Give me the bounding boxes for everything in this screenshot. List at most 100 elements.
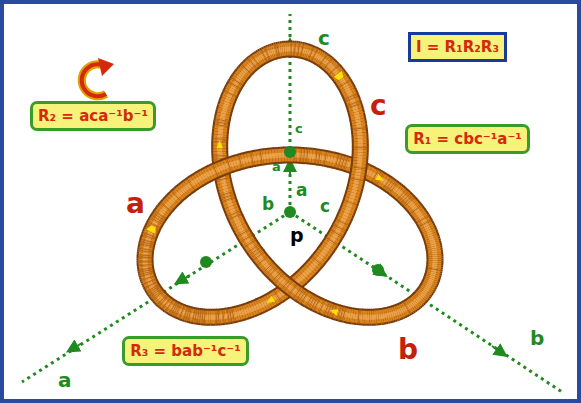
tube-segment [320, 58, 322, 59]
tube-segment [404, 308, 406, 309]
tube-segment [249, 309, 252, 310]
tube-segment [341, 79, 342, 81]
tube-segment [343, 81, 344, 83]
tube-segment [343, 218, 344, 221]
tube-segment [324, 60, 326, 61]
tube-texture [162, 298, 171, 309]
tube-segment [256, 59, 258, 60]
tube-segment [235, 218, 236, 221]
tube-segment [334, 235, 336, 238]
tube-segment [334, 235, 336, 238]
tube-segment [330, 66, 332, 68]
tube-segment [423, 220, 424, 222]
tube-segment [320, 58, 322, 59]
tube-segment [256, 59, 258, 60]
tube-segment [413, 206, 415, 208]
tube-segment [263, 262, 265, 265]
tube-segment [241, 73, 243, 75]
tube-segment [410, 203, 412, 205]
tube-segment [244, 234, 246, 237]
tube-segment [349, 204, 350, 207]
tube-segment [343, 305, 346, 323]
tube-segment [164, 208, 166, 210]
tube-segment [230, 164, 233, 165]
base-dots [200, 146, 384, 276]
tube-segment [177, 194, 179, 196]
tube-segment [233, 86, 234, 88]
tube-segment [197, 179, 200, 181]
tube-segment [423, 220, 424, 222]
tube-segment [351, 198, 352, 201]
tube-segment [322, 253, 324, 256]
tube-segment [348, 91, 349, 93]
tube-segment [237, 79, 238, 81]
tube-segment [349, 93, 350, 96]
tube-segment [352, 195, 353, 198]
tube-segment [332, 67, 334, 69]
tube-segment [332, 67, 334, 69]
tube-segment [259, 305, 262, 306]
tube-segment [343, 307, 346, 321]
tube-segment [228, 97, 229, 100]
tube-segment [319, 57, 321, 58]
tube-segment [239, 77, 240, 79]
tube-segment [347, 89, 348, 91]
tube-segment [358, 143, 363, 146]
tube-segment [411, 304, 413, 305]
tube-segment [421, 295, 422, 297]
tube-segment [243, 72, 245, 74]
tube-segment [426, 289, 427, 291]
tube-segment [341, 79, 342, 81]
tube-texture [213, 155, 227, 157]
tube-segment [194, 181, 197, 183]
tube-segment [248, 65, 250, 67]
tube-segment [282, 281, 285, 283]
tube-segment [260, 57, 262, 58]
generator-label: a [58, 370, 72, 390]
tube-segment [317, 56, 319, 57]
tube-segment [260, 57, 262, 58]
tube-segment [167, 204, 169, 206]
tube-segment [418, 212, 420, 214]
tube-segment [231, 206, 232, 209]
tube-segment [254, 307, 257, 308]
tube-segment [231, 206, 232, 209]
tube-segment [408, 306, 410, 307]
loop-label: c [320, 198, 330, 215]
tube-segment [194, 181, 197, 183]
tube-segment [320, 255, 322, 258]
tube-segment [336, 72, 338, 74]
tube-segment [397, 190, 399, 192]
tube-segment [183, 188, 185, 190]
tube-segment [369, 173, 372, 174]
tube-segment [179, 192, 181, 194]
tube-segment [237, 79, 238, 81]
tube-segment [348, 91, 349, 93]
tube-segment [261, 304, 264, 305]
tube-segment [354, 149, 367, 152]
tube-segment [250, 64, 252, 66]
tube-segment [351, 198, 352, 201]
tube-segment [247, 67, 249, 69]
relation-text: I = R₁R₂R₃ [416, 38, 499, 56]
tube-segment [261, 304, 264, 305]
tube-segment [280, 279, 283, 281]
tube-segment [172, 199, 174, 201]
tube-segment [273, 273, 275, 275]
tube-segment [418, 298, 420, 300]
tube-segment [264, 303, 267, 304]
tube-segment [199, 178, 202, 180]
tube-texture [169, 302, 176, 314]
tube-segment [416, 210, 418, 212]
tube-segment [423, 292, 424, 294]
tube-segment [329, 64, 331, 66]
tube-segment [228, 97, 229, 100]
tube-segment [240, 75, 242, 77]
tube-segment [345, 212, 346, 215]
tube-segment [199, 178, 202, 180]
tube-segment [280, 279, 283, 281]
tube-segment [258, 58, 260, 59]
tube-segment [320, 58, 322, 59]
tube-segment [349, 204, 350, 207]
tube-segment [323, 307, 326, 308]
